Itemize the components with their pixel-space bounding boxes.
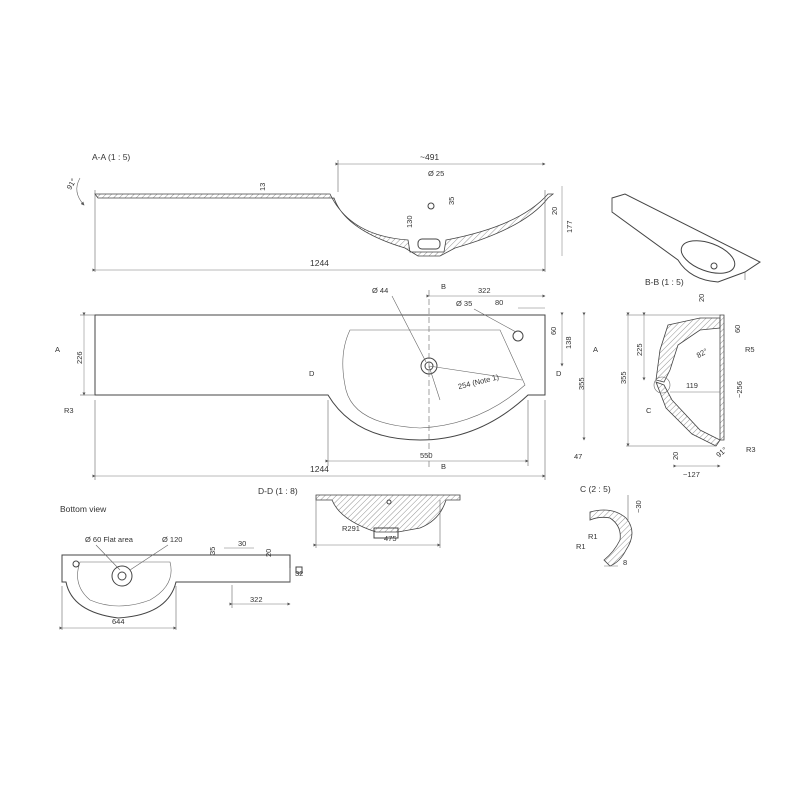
bottom-view-title: Bottom view xyxy=(60,504,107,514)
detail-c-8: 8 xyxy=(623,558,627,567)
section-bb-detail-c-circle xyxy=(653,376,671,394)
section-dd-title: D-D (1 : 8) xyxy=(258,486,298,496)
bottom-120: Ø 120 xyxy=(162,535,182,544)
bottom-322: 322 xyxy=(250,595,263,604)
detail-c-title: C (2 : 5) xyxy=(580,484,611,494)
plan-mark-b-top: B xyxy=(441,282,446,291)
bottom-60: Ø 60 Flat area xyxy=(85,535,134,544)
section-dd-tap xyxy=(386,499,392,505)
plan-1244: 1244 xyxy=(310,464,329,474)
plan-80: 80 xyxy=(495,298,503,307)
plan-mark-d-right: D xyxy=(556,369,562,378)
plan-322: 322 xyxy=(478,286,491,295)
section-bb-c: C xyxy=(646,406,652,415)
plan-tap-hole xyxy=(512,330,524,342)
section-aa-130: 130 xyxy=(405,215,414,228)
section-bb-rim xyxy=(655,317,721,383)
plan-outline xyxy=(94,314,546,441)
section-aa-20: 20 xyxy=(550,207,559,215)
section-dd-profile xyxy=(315,494,461,533)
plan-44: Ø 44 xyxy=(372,286,388,295)
plan-254-leader-b xyxy=(428,365,441,401)
plan-mark-b-bot: B xyxy=(441,462,446,471)
section-bb-82: 82° xyxy=(695,346,709,359)
iso-drain xyxy=(710,262,718,270)
plan-254-leader xyxy=(428,365,523,381)
section-bb-r5: R5 xyxy=(745,345,755,354)
section-bb-119: 119 xyxy=(686,381,698,390)
section-dd-r291: R291 xyxy=(342,524,360,533)
bottom-view: Bottom view Ø 60 Flat area Ø 120 35 30 2… xyxy=(59,504,303,630)
section-bb-wall xyxy=(719,314,725,441)
section-bb-256: ~256 xyxy=(735,381,744,398)
plan-35-leader xyxy=(473,308,517,333)
section-aa-35: 35 xyxy=(447,197,456,205)
plan-mark-a-left: A xyxy=(55,345,60,354)
detail-c-profile xyxy=(589,509,633,567)
section-aa-1244: 1244 xyxy=(310,258,329,268)
section-aa-13: 13 xyxy=(258,183,267,191)
plan-355: 355 xyxy=(577,377,586,390)
plan-47: 47 xyxy=(574,452,582,461)
detail-c-r1b: R1 xyxy=(576,542,586,551)
plan-r3: R3 xyxy=(64,406,74,415)
section-bb-r3: R3 xyxy=(746,445,756,454)
section-aa-profile xyxy=(94,193,555,257)
section-aa-491: ~491 xyxy=(420,152,439,162)
section-bb-60: 60 xyxy=(733,325,742,333)
detail-c: C (2 : 5) ~30 R1 R1 8 xyxy=(576,484,643,567)
plan-254: 254 (Note 1) xyxy=(457,372,500,391)
bottom-drain-outer xyxy=(111,565,133,587)
bottom-drain-inner xyxy=(117,571,127,581)
bottom-120-leader xyxy=(129,544,169,571)
section-dd-drain xyxy=(373,527,399,539)
section-bb-91: 91° xyxy=(714,445,728,459)
section-aa: A-A (1 : 5) 1244 ~491 Ø 25 13 35 130 20 … xyxy=(65,152,574,272)
plan-60: 60 xyxy=(549,327,558,335)
bottom-32: 32 xyxy=(295,569,303,578)
section-dd-475: 475 xyxy=(384,534,397,543)
plan-35: Ø 35 xyxy=(456,299,472,308)
detail-c-r1a: R1 xyxy=(588,532,598,541)
plan-550: 550 xyxy=(420,451,433,460)
plan-basin xyxy=(342,329,526,429)
plan-view: 226 R3 A A B B D D Ø 44 Ø 35 322 80 60 1… xyxy=(55,282,598,480)
section-bb-20b: 20 xyxy=(671,452,680,460)
bottom-hole-right xyxy=(295,566,303,574)
isometric-view xyxy=(611,193,761,283)
section-bb-355: 355 xyxy=(619,371,628,384)
section-bb-title: B-B (1 : 5) xyxy=(645,277,684,287)
bottom-60-leader xyxy=(95,544,121,571)
bottom-644: 644 xyxy=(112,617,125,626)
detail-c-30: ~30 xyxy=(634,500,643,513)
plan-226: 226 xyxy=(75,351,84,364)
section-bb-20: 20 xyxy=(697,294,706,302)
bottom-20: 20 xyxy=(264,549,273,557)
bottom-outline xyxy=(61,554,291,619)
section-bb: 355 225 20 60 R5 82° 119 ~256 C 20 ~127 … xyxy=(619,294,756,479)
section-aa-angle: 91° xyxy=(65,177,78,191)
section-aa-tap-hole xyxy=(427,202,435,210)
bottom-bowl xyxy=(77,561,172,607)
plan-mark-a-right: A xyxy=(593,345,598,354)
bottom-35: 35 xyxy=(208,547,217,555)
section-aa-drain xyxy=(417,238,441,250)
section-bb-225: 225 xyxy=(635,343,644,356)
plan-mark-d-left: D xyxy=(309,369,315,378)
plan-138: 138 xyxy=(564,336,573,349)
section-aa-angle-arc xyxy=(76,177,85,206)
section-aa-177: 177 xyxy=(565,220,574,233)
iso-edges xyxy=(611,198,746,280)
section-bb-127: ~127 xyxy=(683,470,700,479)
section-dd: D-D (1 : 8) 475 R291 xyxy=(258,486,461,548)
iso-basin xyxy=(680,240,736,274)
plan-44-leader xyxy=(391,295,427,363)
section-aa-25: Ø 25 xyxy=(428,169,444,178)
bottom-tap-hole xyxy=(72,560,80,568)
bottom-30: 30 xyxy=(238,539,246,548)
section-aa-title: A-A (1 : 5) xyxy=(92,152,130,162)
iso-outline xyxy=(611,193,761,283)
section-bb-bowl xyxy=(655,381,721,447)
